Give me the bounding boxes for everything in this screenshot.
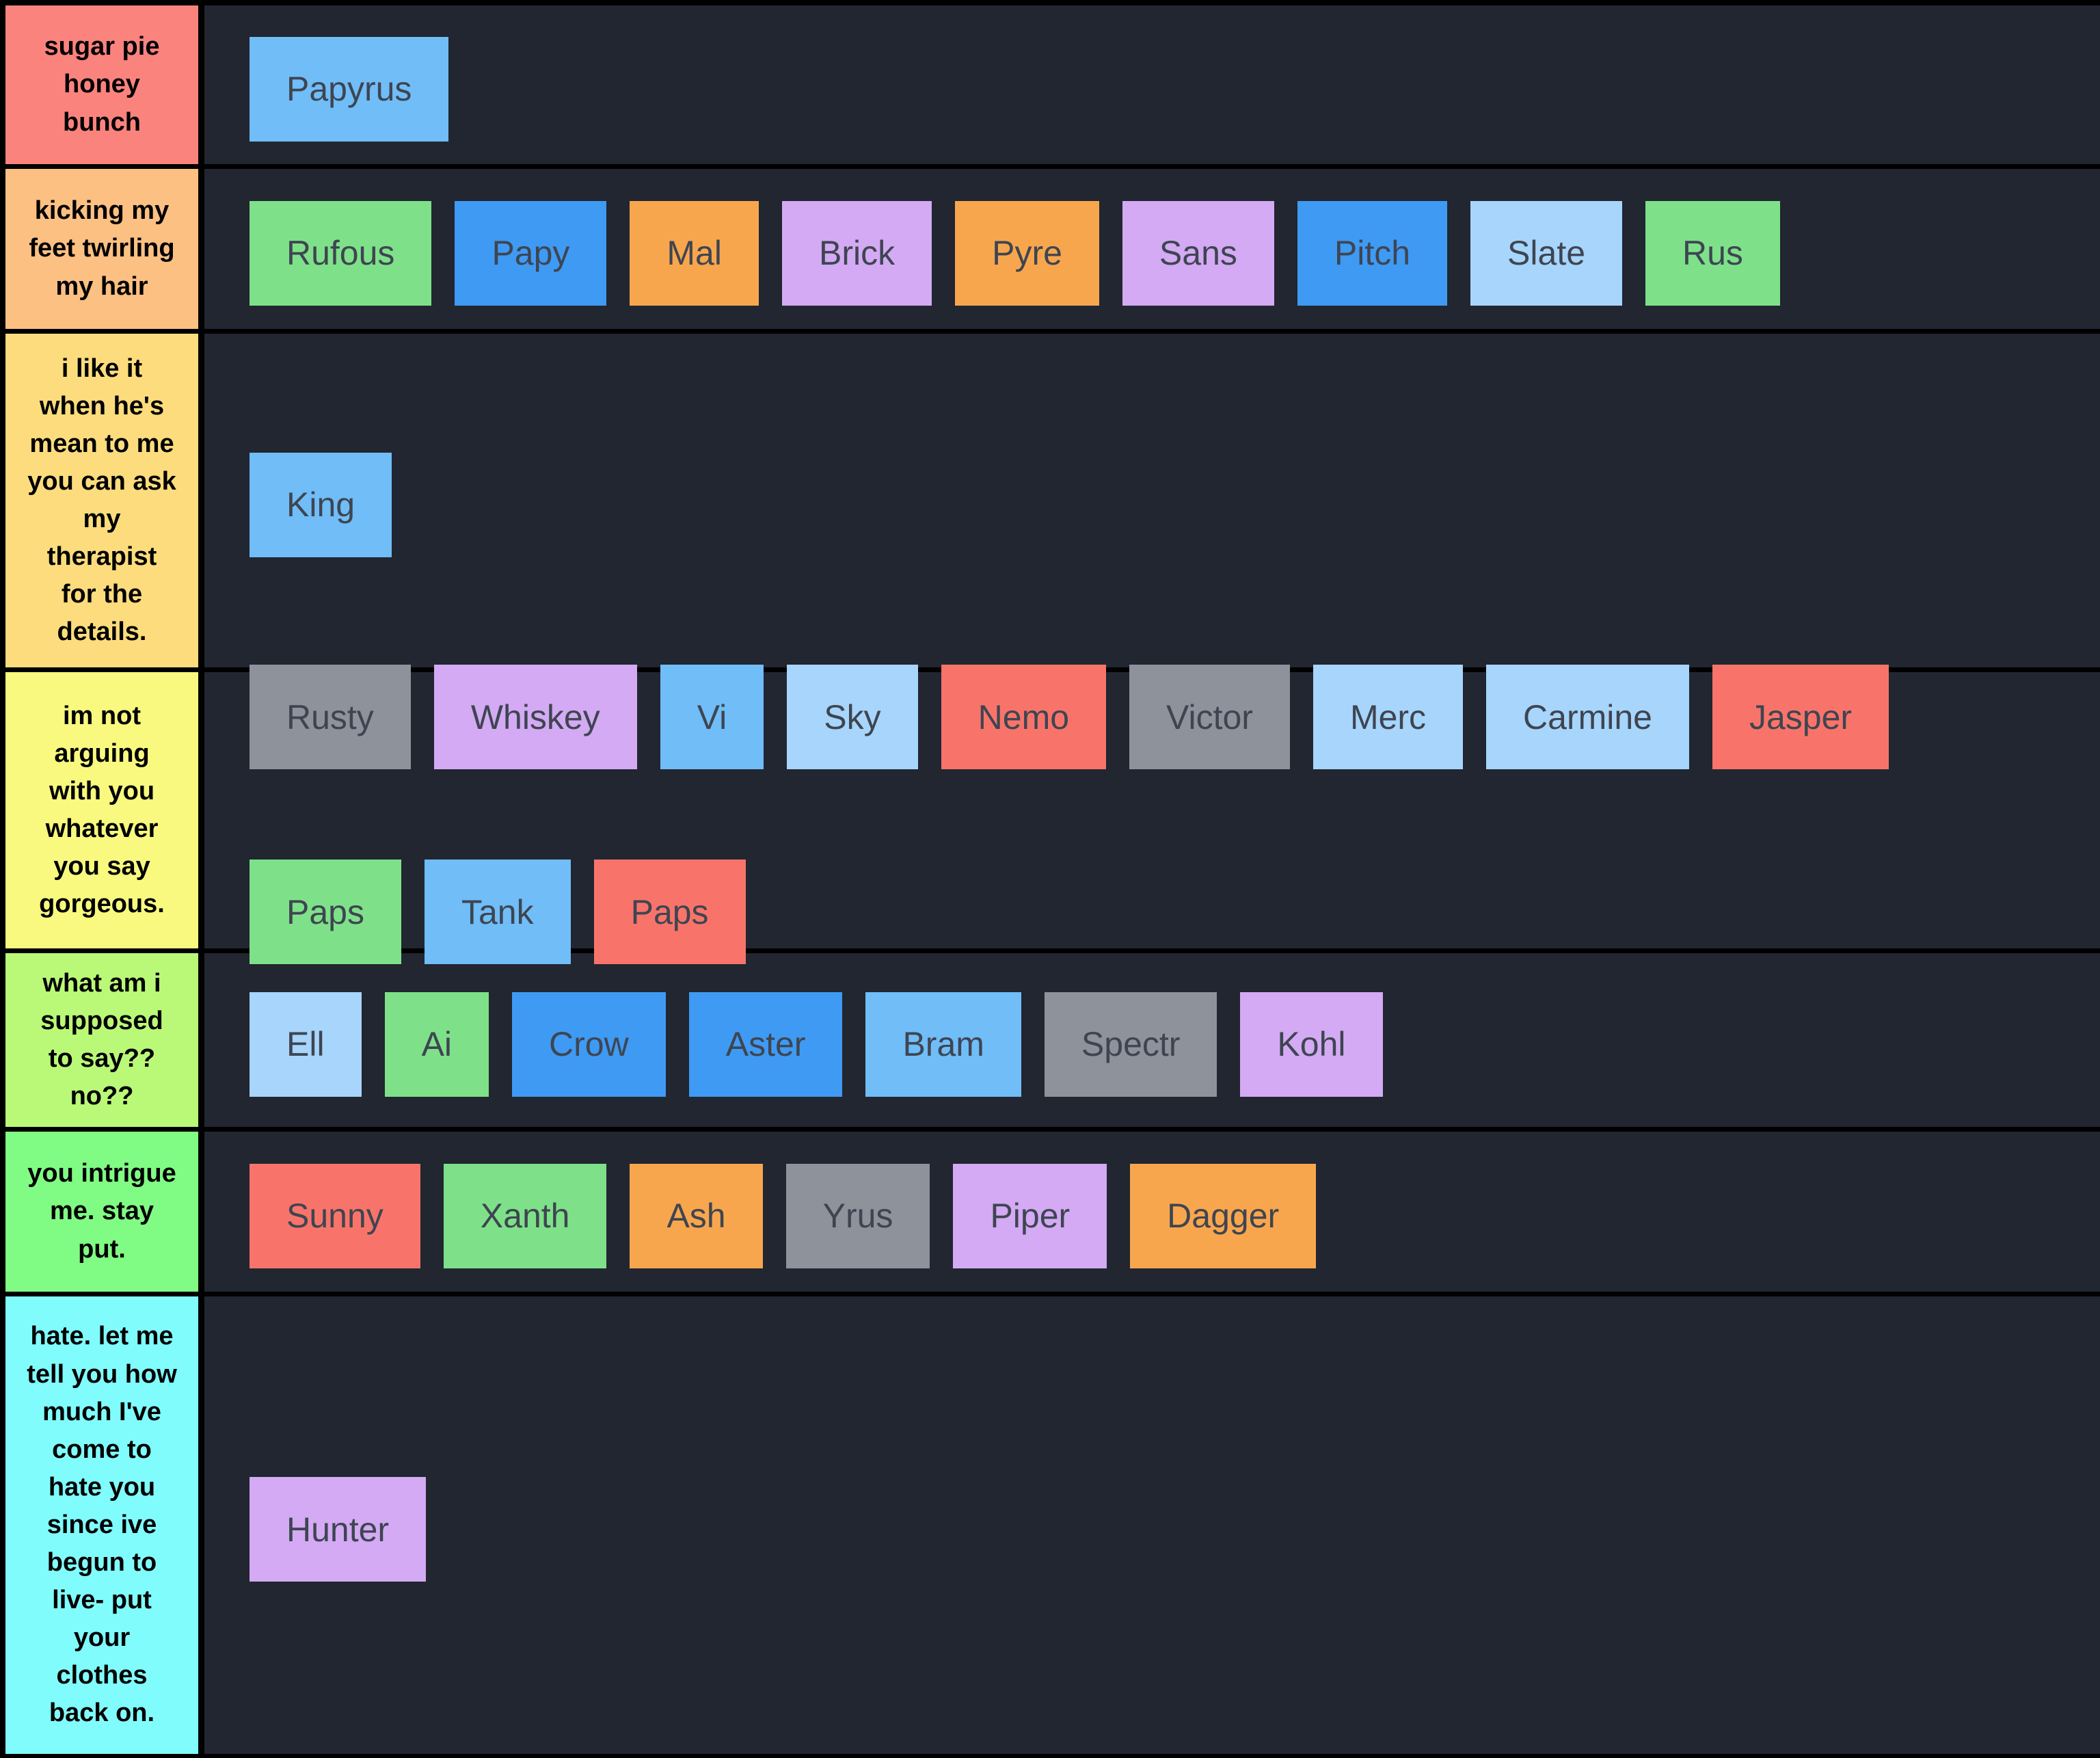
tier-item[interactable]: Pitch <box>1297 200 1448 306</box>
tier-item[interactable]: Bram <box>865 991 1021 1097</box>
tier-item[interactable]: Jasper <box>1712 665 1889 769</box>
tier-item[interactable]: Tank <box>424 860 571 964</box>
tier-item[interactable]: Ai <box>384 991 489 1097</box>
tier-item[interactable]: Rus <box>1645 200 1780 306</box>
tier-label: i like it when he's mean to me you can a… <box>5 334 204 667</box>
tier-item[interactable]: Dagger <box>1130 1163 1317 1268</box>
tier-item[interactable]: Piper <box>953 1163 1107 1268</box>
tier-item[interactable]: Sans <box>1122 200 1274 306</box>
tier-item[interactable]: Paps <box>593 860 746 964</box>
tier-item[interactable]: Ell <box>250 991 362 1097</box>
tier-items: Papyrus <box>204 5 2100 164</box>
tier-item[interactable]: Papyrus <box>250 36 449 142</box>
tier-item[interactable]: Sunny <box>250 1163 420 1268</box>
tier-item[interactable]: Brick <box>781 200 932 306</box>
tier-item[interactable]: Yrus <box>785 1163 930 1268</box>
tier-row-7: hate. let me tell you how much I've come… <box>5 1296 2100 1754</box>
tier-item[interactable]: Hunter <box>250 1477 427 1582</box>
tier-item[interactable]: Xanth <box>443 1163 607 1268</box>
tier-label: sugar pie honey bunch <box>5 5 204 164</box>
tier-item[interactable]: King <box>250 452 392 557</box>
tier-row-4: im not arguing with you whatever you say… <box>5 665 2100 964</box>
tier-item[interactable]: Merc <box>1312 665 1464 769</box>
tier-item[interactable]: Vi <box>660 665 764 769</box>
tier-row-1: sugar pie honey bunch Papyrus <box>5 5 2100 169</box>
tier-item[interactable]: Rusty <box>250 665 411 769</box>
tier-row-3: i like it when he's mean to me you can a… <box>5 334 2100 672</box>
tier-items: King <box>204 334 2100 667</box>
tier-item[interactable]: Whiskey <box>433 665 637 769</box>
tier-item[interactable]: Carmine <box>1486 665 1689 769</box>
tier-item[interactable]: Ash <box>630 1163 763 1268</box>
tier-item[interactable]: Kohl <box>1240 991 1383 1097</box>
tier-item[interactable]: Paps <box>250 860 401 964</box>
tier-label: you intrigue me. stay put. <box>5 1132 204 1292</box>
tier-item[interactable]: Rufous <box>250 200 432 306</box>
tier-item[interactable]: Pyre <box>955 200 1099 306</box>
tier-item[interactable]: Sky <box>787 665 918 769</box>
tier-label: kicking my feet twirling my hair <box>5 169 204 329</box>
tier-item[interactable]: Slate <box>1470 200 1623 306</box>
tier-label: im not arguing with you whatever you say… <box>5 672 204 948</box>
tier-item[interactable]: Aster <box>688 991 843 1097</box>
tier-item[interactable]: Crow <box>512 991 666 1097</box>
tier-label: hate. let me tell you how much I've come… <box>5 1296 204 1754</box>
tier-item[interactable]: Mal <box>630 200 759 306</box>
tier-item[interactable]: Nemo <box>941 665 1107 769</box>
tier-item[interactable]: Spectr <box>1044 991 1217 1097</box>
tier-items: Hunter <box>204 1296 2100 1754</box>
tier-item[interactable]: Victor <box>1129 665 1290 769</box>
tier-item[interactable]: Papy <box>455 200 607 306</box>
tier-label: what am i supposed to say?? no?? <box>5 953 204 1127</box>
